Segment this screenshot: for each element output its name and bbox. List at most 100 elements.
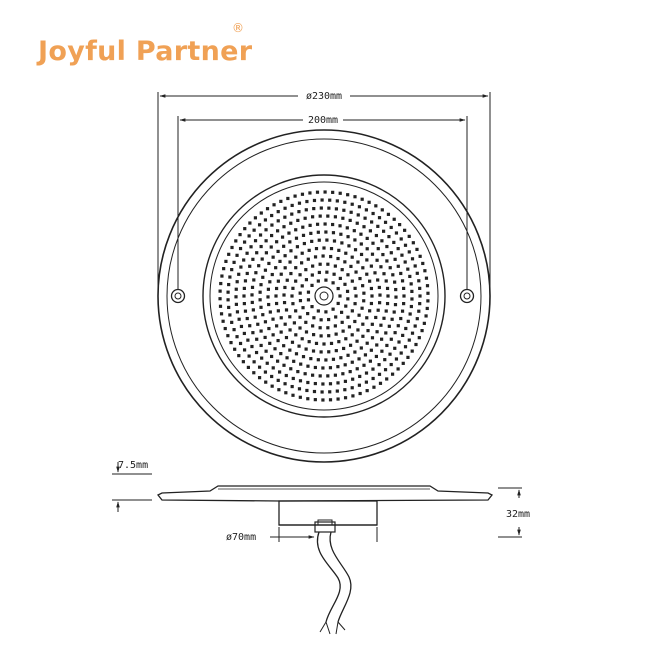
led-dot [337,340,341,344]
led-dot [370,294,374,298]
led-dot [271,366,275,370]
led-dot [374,315,378,320]
power-cable [316,531,341,623]
led-dot [363,216,367,220]
led-dot [227,282,231,287]
led-dot [331,190,335,194]
led-dot [393,303,398,307]
led-dot [235,253,239,257]
led-dot [235,335,239,339]
led-dot [268,310,272,314]
led-dot [239,265,243,269]
led-dot [311,264,315,268]
led-dot [378,381,383,385]
led-dot [250,344,254,349]
led-dot [354,270,358,274]
led-dot [326,262,330,266]
led-dot [220,274,224,278]
led-dot [234,295,238,299]
led-dot [344,251,348,255]
led-dot [343,363,347,367]
led-dot [242,258,246,262]
led-dot [218,304,223,308]
led-dot [368,279,372,283]
led-dot [350,333,354,337]
led-dot [320,198,324,202]
led-dot [356,260,360,264]
led-dot [250,285,255,289]
led-dot [269,245,273,249]
led-dot [243,279,248,283]
led-dot [288,240,292,244]
led-dot [238,233,242,237]
led-dot [346,273,350,277]
led-dot [332,239,337,243]
led-dot [324,310,328,314]
led-dot [271,333,275,337]
led-dot [228,313,232,317]
led-dot [267,326,271,331]
led-dot [276,229,280,233]
led-dot [346,193,350,197]
led-dot [310,305,314,309]
led-dot [259,283,263,287]
led-dot [268,341,272,345]
led-dot [285,278,289,282]
side-view [156,485,494,635]
led-dot [362,299,366,303]
led-dot [399,316,403,321]
led-dot [297,344,301,348]
led-dot [289,367,293,371]
led-dot [282,300,287,305]
led-dot [371,376,375,381]
led-dot [332,272,336,276]
led-dot [265,207,270,211]
led-dot [298,326,302,330]
led-dot [415,247,419,252]
led-dot [264,380,268,384]
led-dot [385,286,390,291]
led-dot [394,231,399,235]
led-dot [270,272,274,277]
led-dot [301,233,306,237]
led-dot [263,268,268,272]
led-dot [407,250,411,254]
led-dot [381,252,385,257]
led-dot [360,197,364,201]
led-dot [274,286,279,291]
led-dot [224,259,228,263]
led-dot [282,363,286,367]
led-dot [270,384,274,388]
led-dot [282,344,286,348]
led-dot [309,357,313,361]
led-dot [303,216,307,220]
led-dot [401,361,405,365]
led-dot [255,251,259,255]
led-dot [348,343,353,347]
led-dot [290,294,294,298]
led-dot [337,248,341,252]
led-dot [383,368,388,372]
led-dot [347,244,351,248]
led-dot [385,377,389,381]
led-dot [402,294,406,298]
led-dot [259,305,263,309]
led-dot [315,190,320,194]
led-dot [290,340,295,344]
led-dot [329,254,333,259]
led-dot [340,268,344,272]
led-dot [361,334,365,338]
led-dot [297,210,301,214]
led-dot [248,324,252,328]
led-dot [298,379,303,383]
led-dot [313,255,318,259]
led-dot [309,231,313,235]
led-dot [252,371,256,375]
led-dot [370,322,374,326]
led-dot [341,372,345,376]
led-dot [298,395,302,399]
led-dot [242,294,246,298]
led-dot [291,286,295,290]
led-dot [257,223,262,227]
led-dot [249,245,253,249]
